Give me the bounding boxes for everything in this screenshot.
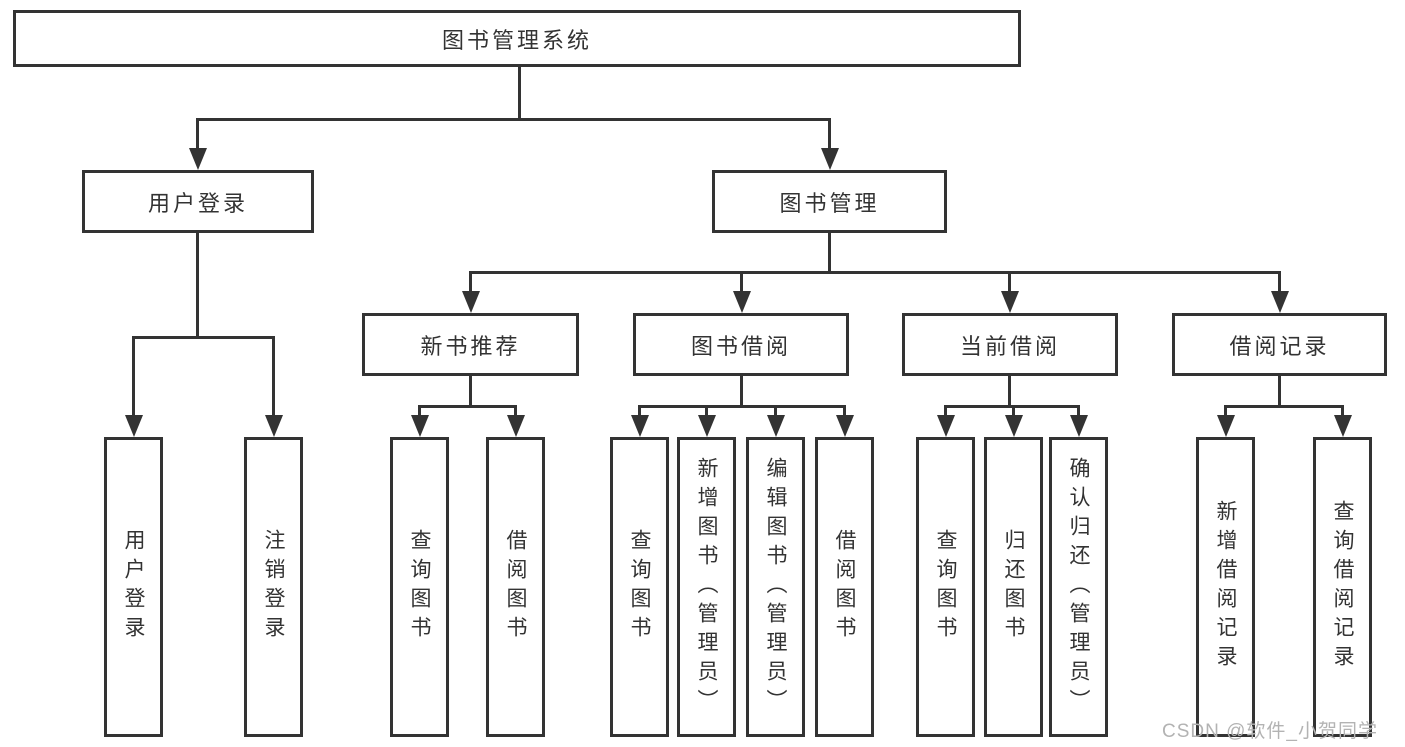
leaf-label: 查询借阅记录 bbox=[1331, 500, 1354, 674]
leaf-label: 确认归还（管理员） bbox=[1067, 456, 1090, 718]
arrow-down-icon bbox=[265, 415, 283, 437]
arrow-down-icon bbox=[821, 148, 839, 170]
leaf-add-books-admin: 新增图书（管理员） bbox=[677, 437, 736, 737]
arrow-down-icon bbox=[1271, 291, 1289, 313]
leaf-query-books-recommend: 查询图书 bbox=[390, 437, 449, 737]
arrow-down-icon bbox=[836, 415, 854, 437]
connector-level2-branch bbox=[469, 271, 1281, 274]
connector-user-login-arm bbox=[196, 118, 199, 152]
connector-borrow-records-branch bbox=[1224, 405, 1344, 408]
arrow-down-icon bbox=[125, 415, 143, 437]
leaf-label: 借阅图书 bbox=[833, 529, 856, 645]
csdn-watermark: CSDN @软件_小贺同学 bbox=[1162, 721, 1378, 742]
leaf-label: 借阅图书 bbox=[504, 529, 527, 645]
leaf-borrow-books-recommend: 借阅图书 bbox=[486, 437, 545, 737]
connector-user-login-stem bbox=[196, 233, 199, 339]
arrow-down-icon bbox=[189, 148, 207, 170]
node-new-book-recommend: 新书推荐 bbox=[362, 313, 579, 376]
connector-leaf-arm bbox=[272, 336, 275, 418]
node-book-management: 图书管理 bbox=[712, 170, 947, 233]
leaf-logout: 注销登录 bbox=[244, 437, 303, 737]
connector-leaf-arm bbox=[944, 405, 947, 419]
leaf-label: 新增借阅记录 bbox=[1214, 500, 1237, 674]
arrow-down-icon bbox=[1070, 415, 1088, 437]
leaf-confirm-return-admin: 确认归还（管理员） bbox=[1049, 437, 1108, 737]
connector-leaf-arm bbox=[1077, 405, 1080, 419]
connector-root-stem bbox=[518, 67, 521, 118]
arrow-down-icon bbox=[1217, 415, 1235, 437]
connector-book-borrow-stem bbox=[740, 376, 743, 405]
connector-leaf-arm bbox=[514, 405, 517, 419]
leaf-label: 注销登录 bbox=[262, 529, 285, 645]
arrow-down-icon bbox=[1334, 415, 1352, 437]
arrow-down-icon bbox=[767, 415, 785, 437]
leaf-return-books: 归还图书 bbox=[984, 437, 1043, 737]
arrow-down-icon bbox=[507, 415, 525, 437]
connector-current-borrow-stem bbox=[1008, 376, 1011, 405]
connector-book-mgmt-arm bbox=[828, 118, 831, 152]
node-user-login: 用户登录 bbox=[82, 170, 314, 233]
connector-leaf-arm bbox=[132, 336, 135, 418]
node-current-borrowing: 当前借阅 bbox=[902, 313, 1118, 376]
leaf-label: 新增图书（管理员） bbox=[695, 456, 718, 718]
leaf-query-borrow-record: 查询借阅记录 bbox=[1313, 437, 1372, 737]
arrow-down-icon bbox=[462, 291, 480, 313]
connector-leaf-arm bbox=[418, 405, 421, 419]
connector-borrow-records-stem bbox=[1278, 376, 1281, 405]
leaf-user-login: 用户登录 bbox=[104, 437, 163, 737]
leaf-edit-books-admin: 编辑图书（管理员） bbox=[746, 437, 805, 737]
leaf-query-books-current: 查询图书 bbox=[916, 437, 975, 737]
node-borrow-records: 借阅记录 bbox=[1172, 313, 1387, 376]
connector-book-borrow-arm bbox=[740, 271, 743, 295]
leaf-label: 编辑图书（管理员） bbox=[764, 456, 787, 718]
arrow-down-icon bbox=[631, 415, 649, 437]
connector-user-login-branch bbox=[132, 336, 275, 339]
arrow-down-icon bbox=[1001, 291, 1019, 313]
connector-current-borrow-arm bbox=[1008, 271, 1011, 295]
node-book-borrowing: 图书借阅 bbox=[633, 313, 849, 376]
leaf-add-borrow-record: 新增借阅记录 bbox=[1196, 437, 1255, 737]
connector-leaf-arm bbox=[1341, 405, 1344, 419]
leaf-label: 用户登录 bbox=[122, 529, 145, 645]
connector-level1-branch bbox=[196, 118, 831, 121]
connector-new-book-branch bbox=[418, 405, 517, 408]
connector-leaf-arm bbox=[843, 405, 846, 419]
leaf-label: 查询图书 bbox=[934, 529, 957, 645]
connector-new-book-stem bbox=[469, 376, 472, 405]
connector-leaf-arm bbox=[1224, 405, 1227, 419]
connector-new-book-arm bbox=[469, 271, 472, 295]
connector-book-borrow-branch bbox=[638, 405, 846, 408]
arrow-down-icon bbox=[411, 415, 429, 437]
connector-book-mgmt-stem bbox=[828, 233, 831, 273]
connector-borrow-records-arm bbox=[1278, 271, 1281, 295]
leaf-label: 查询图书 bbox=[408, 529, 431, 645]
arrow-down-icon bbox=[698, 415, 716, 437]
node-library-management-system: 图书管理系统 bbox=[13, 10, 1021, 67]
leaf-query-books-borrowing: 查询图书 bbox=[610, 437, 669, 737]
arrow-down-icon bbox=[1005, 415, 1023, 437]
leaf-label: 归还图书 bbox=[1002, 529, 1025, 645]
leaf-borrow-books: 借阅图书 bbox=[815, 437, 874, 737]
connector-leaf-arm bbox=[638, 405, 641, 419]
arrow-down-icon bbox=[937, 415, 955, 437]
connector-leaf-arm bbox=[705, 405, 708, 419]
connector-leaf-arm bbox=[1012, 405, 1015, 419]
leaf-label: 查询图书 bbox=[628, 529, 651, 645]
arrow-down-icon bbox=[733, 291, 751, 313]
connector-leaf-arm bbox=[774, 405, 777, 419]
